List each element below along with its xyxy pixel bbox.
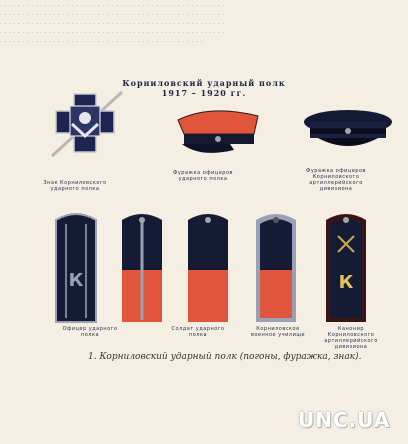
officer-cap <box>177 110 259 153</box>
plate-title: Корниловский ударный полк <box>122 78 286 88</box>
caption-strap-soldier: Солдат ударного полка <box>171 326 225 338</box>
caption-strap-officer: Офицер ударного полка <box>62 326 118 338</box>
strap-soldier <box>188 214 228 322</box>
strap-officer: К <box>55 213 97 323</box>
svg-text:К: К <box>69 270 84 291</box>
uniform-plate: К К <box>50 90 392 323</box>
regiment-badge <box>50 90 124 158</box>
watermark: UNC.UA <box>298 408 391 432</box>
caption-strap-gunner: Канонир Корниловского артиллерийского ди… <box>324 326 378 350</box>
artillery-cap <box>304 110 392 146</box>
bleed-through-text: . . . . . . . . . . . . . . . . . . . . … <box>0 0 225 44</box>
strap-school <box>256 214 296 322</box>
caption-strap-school: Корниловское военное училище <box>250 326 306 338</box>
svg-text:К: К <box>339 272 354 293</box>
figure-caption: 1. Корниловский ударный полк (погоны, фу… <box>88 352 362 362</box>
caption-cap-officer: Фуражка офицеров ударного полка <box>173 170 233 182</box>
caption-badge: Знак Корниловского ударного полка <box>43 180 107 192</box>
plate-years: 1917 – 1920 гг. <box>161 88 247 98</box>
caption-cap-artillery: Фуражка офицеров Корниловского артиллери… <box>306 168 366 192</box>
strap-officer-two <box>122 214 162 322</box>
strap-gunner: К <box>326 214 366 322</box>
